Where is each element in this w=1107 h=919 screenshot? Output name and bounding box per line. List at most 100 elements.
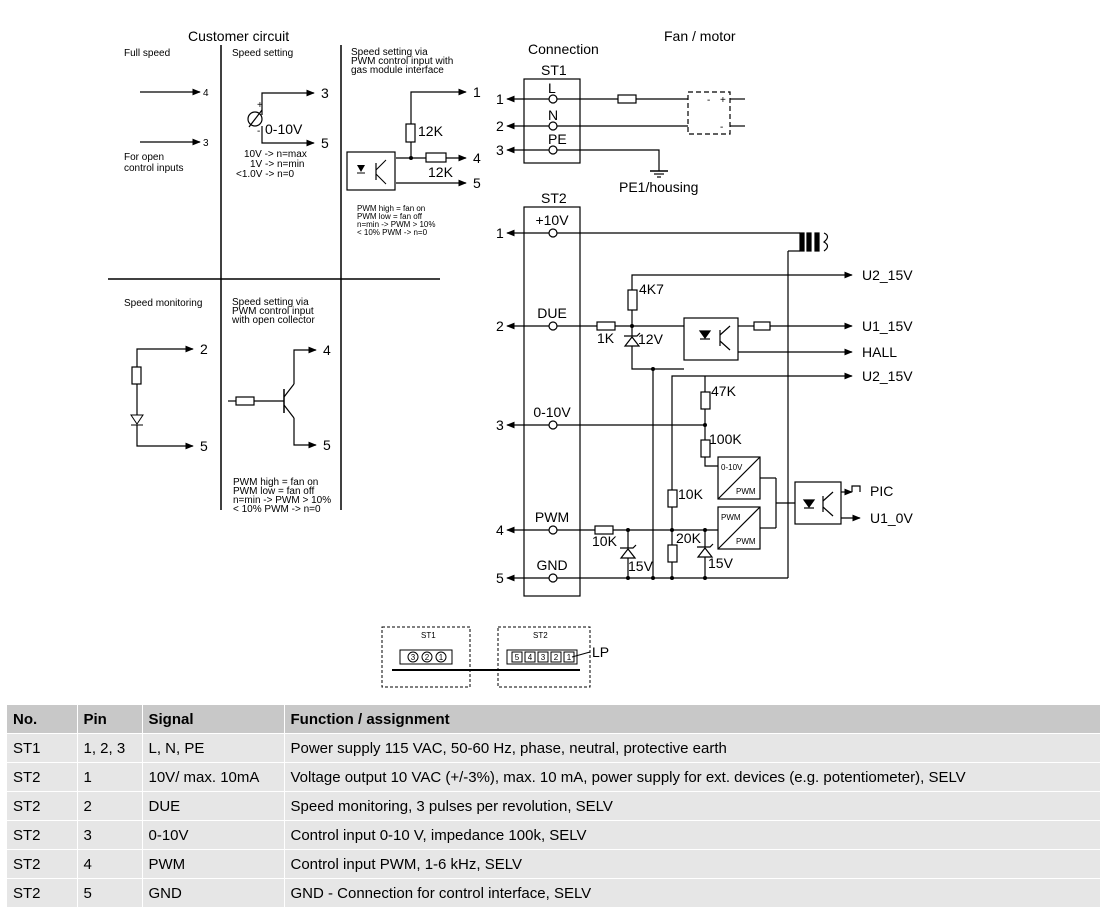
speed-setting-pin-3: 3 bbox=[321, 85, 329, 101]
oc-label: Speed setting via PWM control input with… bbox=[231, 297, 316, 326]
gas-line-3: gas module interface bbox=[351, 65, 444, 76]
gas-res-12k-b: 12K bbox=[428, 164, 454, 180]
st2-term-label: GND bbox=[536, 557, 567, 573]
fan-motor-title: Fan / motor bbox=[664, 28, 736, 44]
cv-st2-pin-label: 3 bbox=[541, 653, 546, 662]
pin-assignment-table: No. Pin Signal Function / assignment ST1… bbox=[7, 705, 1101, 908]
st2-pin-number: 5 bbox=[496, 570, 504, 586]
r-100k-label: 100K bbox=[709, 431, 742, 447]
conv-b-in: PWM bbox=[721, 513, 741, 522]
internal-dots bbox=[626, 324, 707, 580]
cell-pin: 1 bbox=[77, 762, 143, 792]
cv-st2-pin bbox=[537, 651, 549, 663]
customer-grid bbox=[108, 45, 440, 510]
gas-pin-4: 4 bbox=[473, 150, 481, 166]
r-10k-v-label: 10K bbox=[678, 486, 704, 502]
gas-res-12k-a: 12K bbox=[418, 123, 444, 139]
st1-term-label: L bbox=[548, 80, 556, 96]
cell-pin: 2 bbox=[77, 791, 143, 821]
cv-st2-pin-label: 4 bbox=[528, 653, 533, 662]
pic-label: PIC bbox=[870, 483, 893, 499]
cv-st1-pin bbox=[421, 651, 433, 663]
st1-term-label: PE bbox=[548, 131, 567, 147]
cv-st1-pin bbox=[435, 651, 447, 663]
cell-signal: DUE bbox=[142, 791, 285, 821]
fan-motor-box bbox=[687, 91, 731, 135]
full-speed-pin-4: 4 bbox=[203, 88, 209, 99]
cell-pin: 3 bbox=[77, 820, 143, 850]
cell-function: Control input 0-10 V, impedance 100k, SE… bbox=[284, 820, 1101, 850]
cv-st2-pin bbox=[550, 651, 562, 663]
cv-st2-pin-label: 1 bbox=[567, 653, 572, 662]
cell-no: ST2 bbox=[7, 820, 78, 850]
speed-setting-section: Speed setting 3 + - 0-10V 5 10V -> n=max… bbox=[232, 48, 329, 180]
gas-pin-5: 5 bbox=[473, 175, 481, 191]
st2-terminal bbox=[548, 321, 558, 331]
st2-pin-number: 1 bbox=[496, 225, 504, 241]
cell-no: ST2 bbox=[7, 878, 78, 908]
gas-pwm-notes: PWM high = fan on PWM low = fan off n=mi… bbox=[357, 204, 438, 237]
u2-15v-bottom: U2_15V bbox=[862, 368, 913, 384]
st1-pin-number: 2 bbox=[496, 118, 504, 134]
gas-notes-line-3: n=min -> PWM > 10% bbox=[357, 220, 435, 229]
table-header-row: No. Pin Signal Function / assignment bbox=[7, 705, 1101, 734]
pot-range: 0-10V bbox=[265, 121, 303, 137]
cell-function: Power supply 115 VAC, 50-60 Hz, phase, n… bbox=[284, 733, 1101, 763]
cell-signal: 10V/ max. 10mA bbox=[142, 762, 285, 792]
oc-pin-4: 4 bbox=[323, 342, 331, 358]
st2-pin-number: 2 bbox=[496, 318, 504, 334]
cv-st2-pin bbox=[511, 651, 523, 663]
u1-15v-label: U1_15V bbox=[862, 318, 913, 334]
st2-pin-number: 4 bbox=[496, 522, 504, 538]
oc-pin-5: 5 bbox=[323, 437, 331, 453]
svg-text:+: + bbox=[720, 95, 726, 106]
oc-notes-line-2: PWM low = fan off bbox=[233, 486, 314, 497]
oc-line-3: with open collector bbox=[231, 315, 315, 326]
open-control-label: For open control inputs bbox=[124, 152, 183, 174]
open-control-line-1: For open bbox=[124, 152, 164, 163]
full-speed-section: Full speed 4 3 For open control inputs bbox=[124, 48, 209, 174]
conv-a-in: 0-10V bbox=[721, 463, 743, 472]
open-collector-section: Speed setting via PWM control input with… bbox=[228, 297, 334, 515]
z-15v-b-label: 15V bbox=[708, 555, 734, 571]
st1-terminal bbox=[548, 94, 558, 104]
st2-term-label: DUE bbox=[537, 305, 567, 321]
customer-circuit-title: Customer circuit bbox=[188, 28, 289, 44]
st1-term-label: N bbox=[548, 107, 558, 123]
st2-term-label: PWM bbox=[535, 509, 569, 525]
cv-st1-pin-label: 2 bbox=[425, 653, 430, 662]
gas-notes-line-2: PWM low = fan off bbox=[357, 212, 423, 221]
svg-text:-: - bbox=[720, 122, 723, 133]
gas-line-2: PWM control input with bbox=[351, 56, 453, 67]
wiring-diagram: ventel Customer circuit Connection Fan /… bbox=[108, 28, 913, 688]
r-4k7-label: 4K7 bbox=[639, 281, 664, 297]
oc-pwm-notes: PWM high = fan on PWM low = fan off n=mi… bbox=[233, 477, 334, 515]
st2-label: ST2 bbox=[541, 190, 567, 206]
st2-terminal bbox=[548, 420, 558, 430]
z-12v-label: 12V bbox=[638, 331, 664, 347]
cv-st2-pin-label: 2 bbox=[554, 653, 559, 662]
pot-minus: - bbox=[257, 126, 260, 137]
oc-notes-line-3: n=min -> PWM > 10% bbox=[233, 495, 331, 506]
r-10k-h-label: 10K bbox=[592, 533, 618, 549]
open-control-line-2: control inputs bbox=[124, 163, 183, 174]
cv-st2-label: ST2 bbox=[533, 631, 548, 640]
cell-no: ST2 bbox=[7, 791, 78, 821]
hall-label: HALL bbox=[862, 344, 897, 360]
pot-notes-line-2: 1V -> n=min bbox=[250, 159, 304, 170]
oc-line-2: PWM control input bbox=[232, 306, 314, 317]
gas-module-label: Speed setting via PWM control input with… bbox=[351, 47, 456, 76]
r-1k-label: 1K bbox=[597, 330, 615, 346]
cv-lp-label: LP bbox=[592, 644, 609, 660]
st2-term-label: 0-10V bbox=[533, 404, 571, 420]
table-header: No. Pin Signal Function / assignment bbox=[7, 705, 1101, 734]
cv-st2-pin bbox=[563, 651, 575, 663]
